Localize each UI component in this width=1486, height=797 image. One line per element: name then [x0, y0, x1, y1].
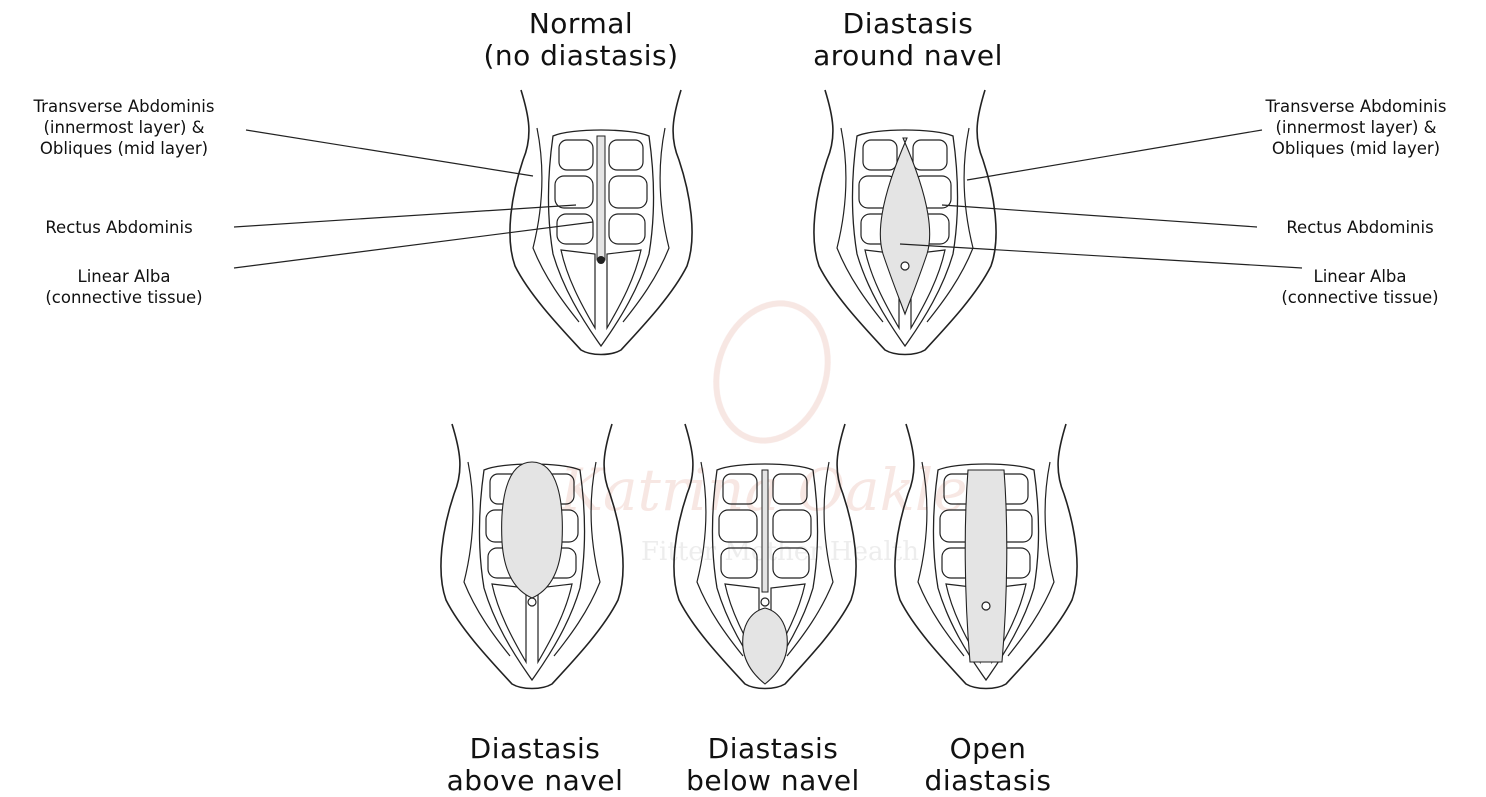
title-open-line1: Open — [898, 733, 1078, 765]
label-line: Obliques (mid layer) — [4, 138, 244, 159]
label-line: (connective tissue) — [1250, 287, 1470, 308]
title-around-navel: Diastasis around navel — [790, 8, 1026, 72]
torso-above-navel — [441, 424, 623, 689]
label-line: (connective tissue) — [14, 287, 234, 308]
title-above-line2: above navel — [430, 765, 640, 797]
label-linea-left: Linear Alba (connective tissue) — [14, 266, 234, 308]
title-normal-line1: Normal — [470, 8, 692, 40]
watermark: Katrina Oakley Fitter Mother Health — [559, 289, 1002, 567]
title-below-navel: Diastasis below navel — [668, 733, 878, 797]
leader-transverse-right — [967, 130, 1262, 180]
label-line: Obliques (mid layer) — [1236, 138, 1476, 159]
navel — [597, 256, 605, 264]
navel — [761, 598, 769, 606]
label-line: Rectus Abdominis — [4, 217, 234, 238]
label-line: (innermost layer) & — [1236, 117, 1476, 138]
label-rectus-right: Rectus Abdominis — [1250, 217, 1470, 238]
leader-rectus-left — [234, 205, 576, 227]
label-rectus-left: Rectus Abdominis — [4, 217, 234, 238]
torso-normal — [510, 90, 692, 355]
torso-around-navel — [814, 90, 996, 355]
title-open-line2: diastasis — [898, 765, 1078, 797]
label-line: Transverse Abdominis — [4, 96, 244, 117]
label-transverse-right: Transverse Abdominis (innermost layer) &… — [1236, 96, 1476, 159]
title-open: Open diastasis — [898, 733, 1078, 797]
label-line: (innermost layer) & — [4, 117, 244, 138]
label-line: Transverse Abdominis — [1236, 96, 1476, 117]
title-around-line1: Diastasis — [790, 8, 1026, 40]
label-line: Rectus Abdominis — [1250, 217, 1470, 238]
title-above-navel: Diastasis above navel — [430, 733, 640, 797]
title-above-line1: Diastasis — [430, 733, 640, 765]
label-line: Linear Alba — [14, 266, 234, 287]
label-linea-right: Linear Alba (connective tissue) — [1250, 266, 1470, 308]
title-normal-line2: (no diastasis) — [470, 40, 692, 72]
title-normal: Normal (no diastasis) — [470, 8, 692, 72]
navel — [901, 262, 909, 270]
leader-rectus-right — [942, 205, 1257, 227]
title-around-line2: around navel — [790, 40, 1026, 72]
label-transverse-left: Transverse Abdominis (innermost layer) &… — [4, 96, 244, 159]
title-below-line2: below navel — [668, 765, 878, 797]
leader-transverse-left — [246, 130, 533, 176]
leader-linea-right — [900, 244, 1302, 268]
title-below-line1: Diastasis — [668, 733, 878, 765]
label-line: Linear Alba — [1250, 266, 1470, 287]
navel — [982, 602, 990, 610]
navel — [528, 598, 536, 606]
torso-open — [895, 424, 1077, 689]
